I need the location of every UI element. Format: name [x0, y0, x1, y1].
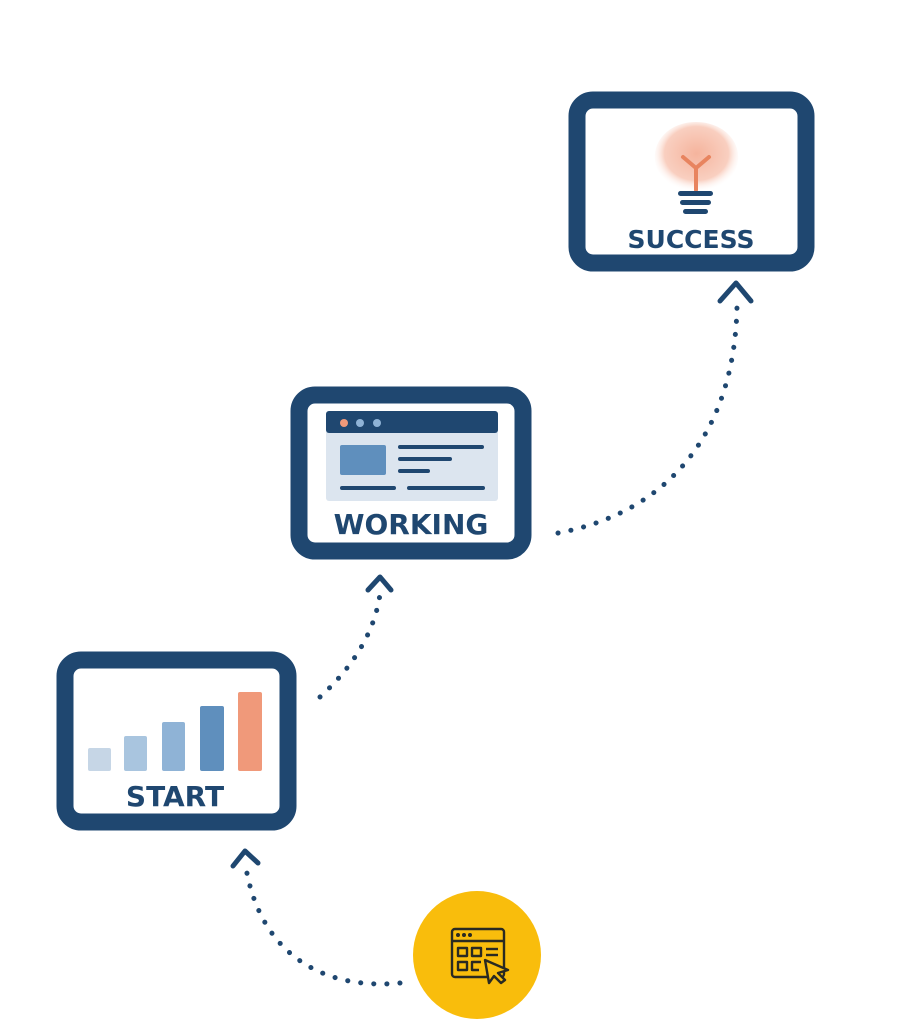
bar-chart-icon	[88, 692, 262, 771]
browser-window-icon	[326, 411, 498, 501]
arrowhead-start	[230, 848, 261, 869]
origin-node	[413, 891, 541, 1019]
stage-working: WORKING	[290, 386, 532, 560]
arrowhead-success	[717, 280, 754, 304]
lightbulb-icon	[654, 122, 739, 214]
connector-working-to-success	[555, 303, 740, 536]
web-app-click-icon	[450, 927, 510, 985]
connector-origin-to-start	[243, 865, 403, 987]
arrowhead-working	[365, 574, 394, 593]
stage-start: START	[56, 651, 297, 831]
stage-label-start: START	[126, 780, 224, 813]
stage-success: SUCCESS	[568, 91, 815, 272]
connector-start-to-working	[317, 591, 383, 700]
stage-label-working: WORKING	[334, 508, 489, 541]
stage-label-success: SUCCESS	[628, 225, 755, 254]
